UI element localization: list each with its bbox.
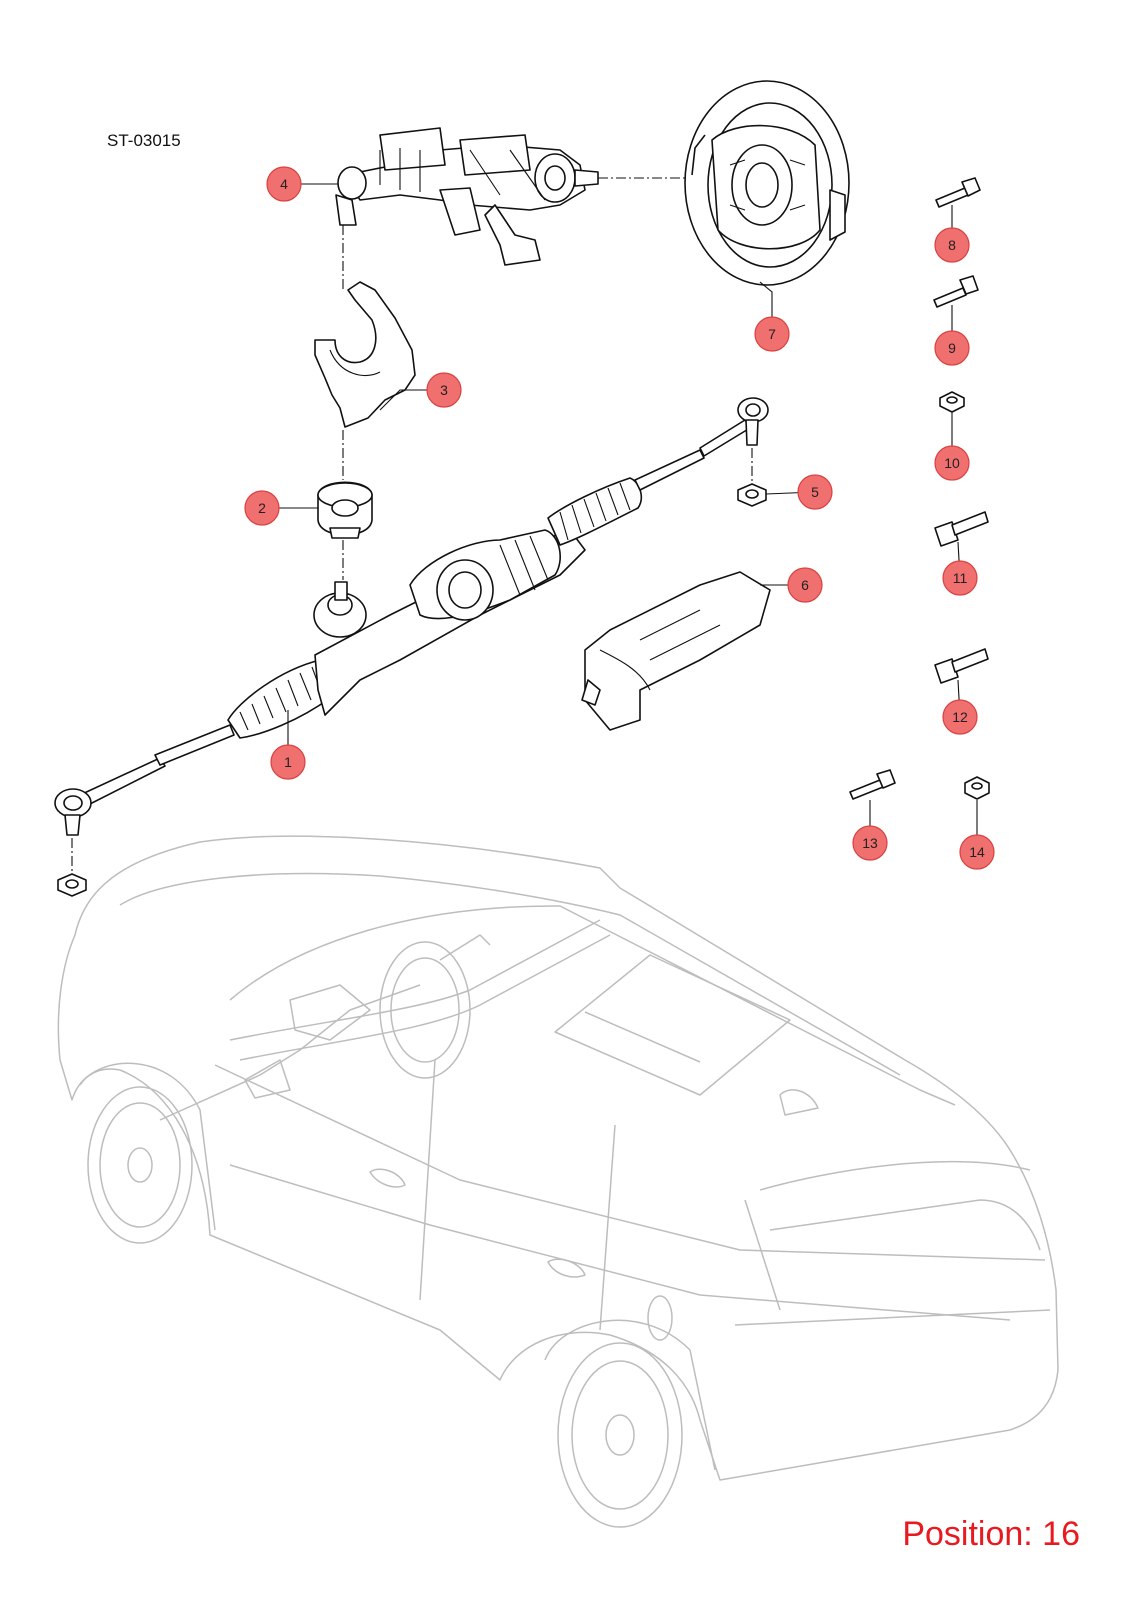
- callout-14[interactable]: 14: [959, 834, 995, 870]
- svg-text:6: 6: [801, 577, 809, 593]
- svg-text:13: 13: [862, 835, 878, 851]
- diagram-code: ST-03015: [107, 131, 181, 150]
- bolt-11: [934, 511, 989, 547]
- callout-6[interactable]: 6: [787, 567, 823, 603]
- callout-1[interactable]: 1: [270, 744, 306, 780]
- callout-5[interactable]: 5: [797, 474, 833, 510]
- callout-9[interactable]: 9: [934, 330, 970, 366]
- svg-text:11: 11: [953, 570, 968, 586]
- steering-column: [335, 127, 599, 266]
- nut-14: [964, 776, 990, 800]
- svg-text:3: 3: [440, 382, 448, 398]
- steering-system-in-car: [159, 919, 611, 1121]
- bolt-9: [933, 275, 979, 308]
- callout-3[interactable]: 3: [426, 372, 462, 408]
- steering-wheel: [684, 80, 850, 286]
- svg-text:2: 2: [258, 500, 266, 516]
- callout-4[interactable]: 4: [266, 166, 302, 202]
- svg-text:4: 4: [280, 176, 288, 192]
- steering-rack: [54, 397, 769, 836]
- tie-rod-nut-left: [57, 838, 87, 897]
- bolt-13: [849, 769, 896, 800]
- position-label: Position: 16: [902, 1515, 1080, 1553]
- callout-10[interactable]: 10: [934, 445, 970, 481]
- bolt-12: [934, 648, 989, 684]
- callout-2[interactable]: 2: [244, 490, 280, 526]
- tie-rod-nut-right: [737, 448, 767, 507]
- svg-text:9: 9: [948, 340, 956, 356]
- svg-text:12: 12: [952, 709, 968, 725]
- bolt-8: [935, 177, 981, 208]
- svg-text:7: 7: [768, 326, 776, 342]
- heat-shield-bracket: [314, 281, 416, 428]
- callout-13[interactable]: 13: [852, 825, 888, 861]
- svg-text:5: 5: [811, 484, 819, 500]
- callout-11[interactable]: 11: [942, 560, 978, 596]
- car-outline: [57, 835, 1059, 1528]
- callout-8[interactable]: 8: [934, 227, 970, 263]
- nut-10: [939, 391, 965, 413]
- column-boot: [317, 481, 373, 539]
- callout-12[interactable]: 12: [942, 699, 978, 735]
- svg-text:1: 1: [284, 754, 292, 770]
- rack-heat-shield: [581, 571, 771, 731]
- svg-text:10: 10: [944, 455, 960, 471]
- svg-text:8: 8: [948, 237, 956, 253]
- svg-text:14: 14: [969, 844, 985, 860]
- callout-7[interactable]: 7: [754, 316, 790, 352]
- callouts: 1 2 3 4 5 6 7 8 9 10 11 12 13 14: [244, 166, 995, 870]
